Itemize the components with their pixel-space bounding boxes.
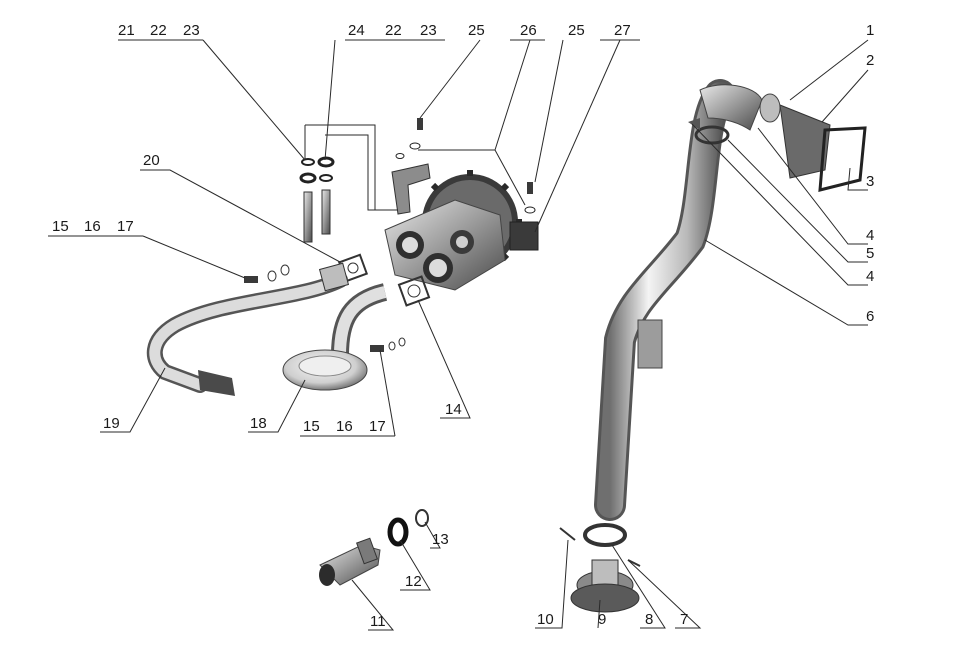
callout-22: 22	[150, 22, 167, 39]
callout-7: 7	[680, 611, 688, 628]
callout-11: 11	[370, 613, 386, 630]
leader-lines	[48, 39, 869, 631]
callout-17: 17	[369, 418, 386, 435]
callout-25: 25	[568, 22, 585, 39]
callout-2: 2	[866, 52, 874, 69]
callout-21: 21	[118, 22, 135, 39]
callout-23: 23	[183, 22, 200, 39]
callout-18: 18	[250, 415, 267, 432]
callout-10: 10	[537, 611, 554, 628]
callout-16: 16	[84, 218, 101, 235]
parts-artwork	[146, 79, 867, 613]
callout-3: 3	[866, 173, 874, 190]
gaskets	[337, 253, 431, 307]
callout-27: 27	[614, 22, 631, 39]
bolts-group	[299, 118, 536, 243]
callout-8: 8	[645, 611, 653, 628]
callout-9: 9	[598, 611, 606, 628]
callout-5: 5	[866, 245, 874, 262]
oil-strainer	[282, 283, 406, 391]
callout-16: 16	[336, 418, 353, 435]
callout-12: 12	[405, 573, 422, 590]
callout-15: 15	[303, 418, 320, 435]
callout-14: 14	[445, 401, 462, 418]
callout-4: 4	[866, 227, 874, 244]
callout-labels: 21 22 23 24 22 23 25 26 25 27 20 15 16 1…	[52, 22, 874, 630]
callout-25: 25	[468, 22, 485, 39]
suction-pipe-left	[146, 262, 350, 396]
callout-26: 26	[520, 22, 537, 39]
bottom-fitting	[559, 523, 641, 613]
callout-22: 22	[385, 22, 402, 39]
sensor-group	[319, 509, 429, 586]
callout-1: 1	[866, 22, 874, 39]
oil-pump-assembly	[384, 163, 539, 291]
callout-23: 23	[420, 22, 437, 39]
callout-4: 4	[866, 268, 874, 285]
callout-13: 13	[432, 531, 449, 548]
callout-24: 24	[348, 22, 365, 39]
callout-6: 6	[866, 308, 874, 325]
breather-pipe	[594, 79, 867, 521]
callout-20: 20	[143, 152, 160, 169]
callout-19: 19	[103, 415, 120, 432]
callout-17: 17	[117, 218, 134, 235]
callout-15: 15	[52, 218, 69, 235]
